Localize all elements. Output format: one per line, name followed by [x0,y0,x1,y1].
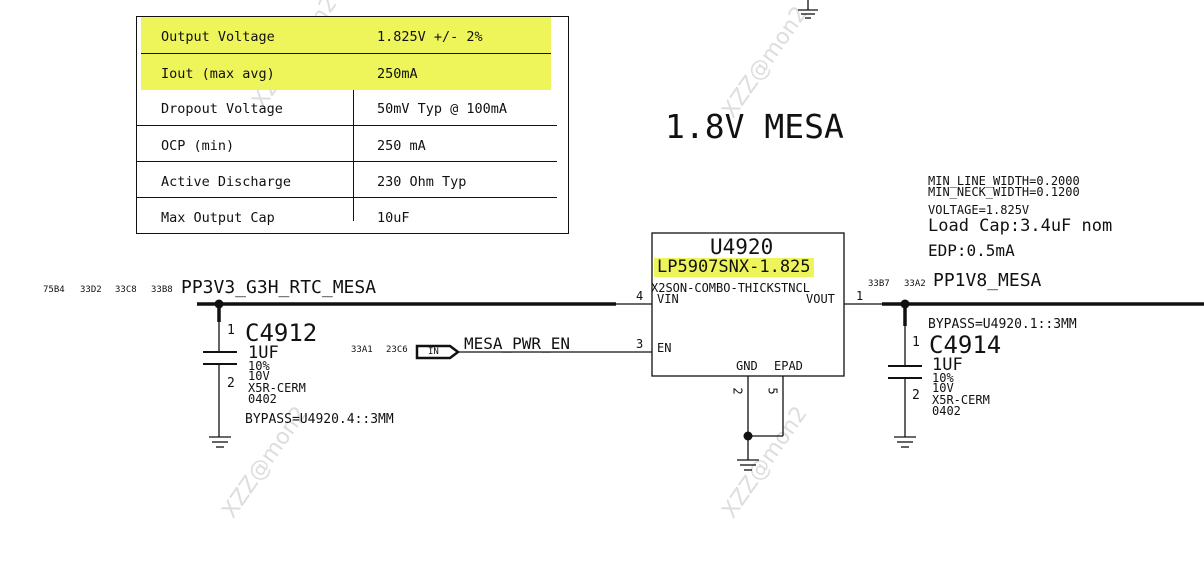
net-ref: 33D2 [80,285,102,295]
spec-row: Max Output Cap 10uF [137,197,557,234]
cap-ref: C4914 [929,331,1002,359]
net-ref: 33B8 [151,285,173,295]
net-ref: 75B4 [43,285,65,295]
spec-row: Dropout Voltage 50mV Typ @ 100mA [137,89,557,125]
cap-tolerance: 10% [932,371,954,385]
spec-value: 230 Ohm Typ [377,174,467,190]
spec-row: Active Discharge 230 Ohm Typ [137,161,557,198]
pin-number: 1 [856,289,864,303]
pin-number: 2 [912,388,920,403]
pin-number: 1 [912,335,920,350]
input-flag: IN [428,347,439,357]
ic-part-number: LP5907SNX-1.825 [654,258,814,277]
ic-ref: U4920 [710,235,774,259]
ic-package: X2SON-COMBO-THICKSTNCL [651,281,810,295]
cap-ref: C4912 [245,319,318,347]
net-ref: 23C6 [386,345,408,355]
pin-number: 2 [227,376,235,391]
spec-table: Output Voltage 1.825V +/- 2% Iout (max av… [136,16,569,234]
net-name: PP3V3_G3H_RTC_MESA [181,277,377,298]
spec-param: Iout (max avg) [161,66,275,82]
spec-value: 50mV Typ @ 100mA [377,101,508,117]
pin-vout: VOUT [806,292,835,306]
net-ref: 33A1 [351,345,373,355]
page-title: 1.8V MESA [665,107,844,146]
pin-number: 3 [636,337,644,351]
cap-value: 1UF [248,343,279,363]
pin-number: 2 [730,387,745,395]
net-ref: 33C8 [115,285,137,295]
spec-param: OCP (min) [161,138,235,154]
cap-package: 0402 [932,404,961,418]
cap-value: 1UF [932,355,963,375]
net-name: PP1V8_MESA [933,270,1042,291]
net-ref: 33A2 [904,279,926,289]
pin-number: 5 [765,387,780,395]
spec-row: OCP (min) 250 mA [137,125,557,162]
net-property: MIN_NECK_WIDTH=0.1200 [928,185,1080,199]
pin-vin: VIN [657,292,679,306]
spec-param: Max Output Cap [161,210,275,226]
spec-param: Dropout Voltage [161,101,283,117]
spec-param: Active Discharge [161,174,292,190]
edp-note: EDP:0.5mA [928,241,1015,260]
pin-number: 1 [227,323,235,338]
net-property: MIN_LINE_WIDTH=0.2000 [928,174,1080,188]
spec-param: Output Voltage [161,29,275,45]
bypass-note: BYPASS=U4920.4::3MM [245,412,394,427]
pin-gnd: GND [736,359,758,373]
pin-number: 4 [636,289,644,303]
spec-value: 250 mA [377,138,426,154]
pin-en: EN [657,341,672,355]
spec-row: Iout (max avg) 250mA [141,53,551,90]
net-ref: 33B7 [868,279,890,289]
pin-epad: EPAD [774,359,803,373]
spec-value: 10uF [377,210,410,226]
spec-row: Output Voltage 1.825V +/- 2% [141,17,551,53]
cap-type: X5R-CERM [248,381,306,395]
load-cap-note: Load Cap:3.4uF nom [928,216,1113,236]
cap-voltage: 10V [248,369,270,383]
cap-tolerance: 10% [248,359,270,373]
cap-package: 0402 [248,392,277,406]
spec-value: 1.825V +/- 2% [377,29,483,45]
spec-value: 250mA [377,66,418,82]
cap-voltage: 10V [932,381,954,395]
bypass-note: BYPASS=U4920.1::3MM [928,317,1077,332]
cap-type: X5R-CERM [932,393,990,407]
net-name: MESA_PWR_EN [464,334,570,353]
net-property: VOLTAGE=1.825V [928,203,1030,217]
